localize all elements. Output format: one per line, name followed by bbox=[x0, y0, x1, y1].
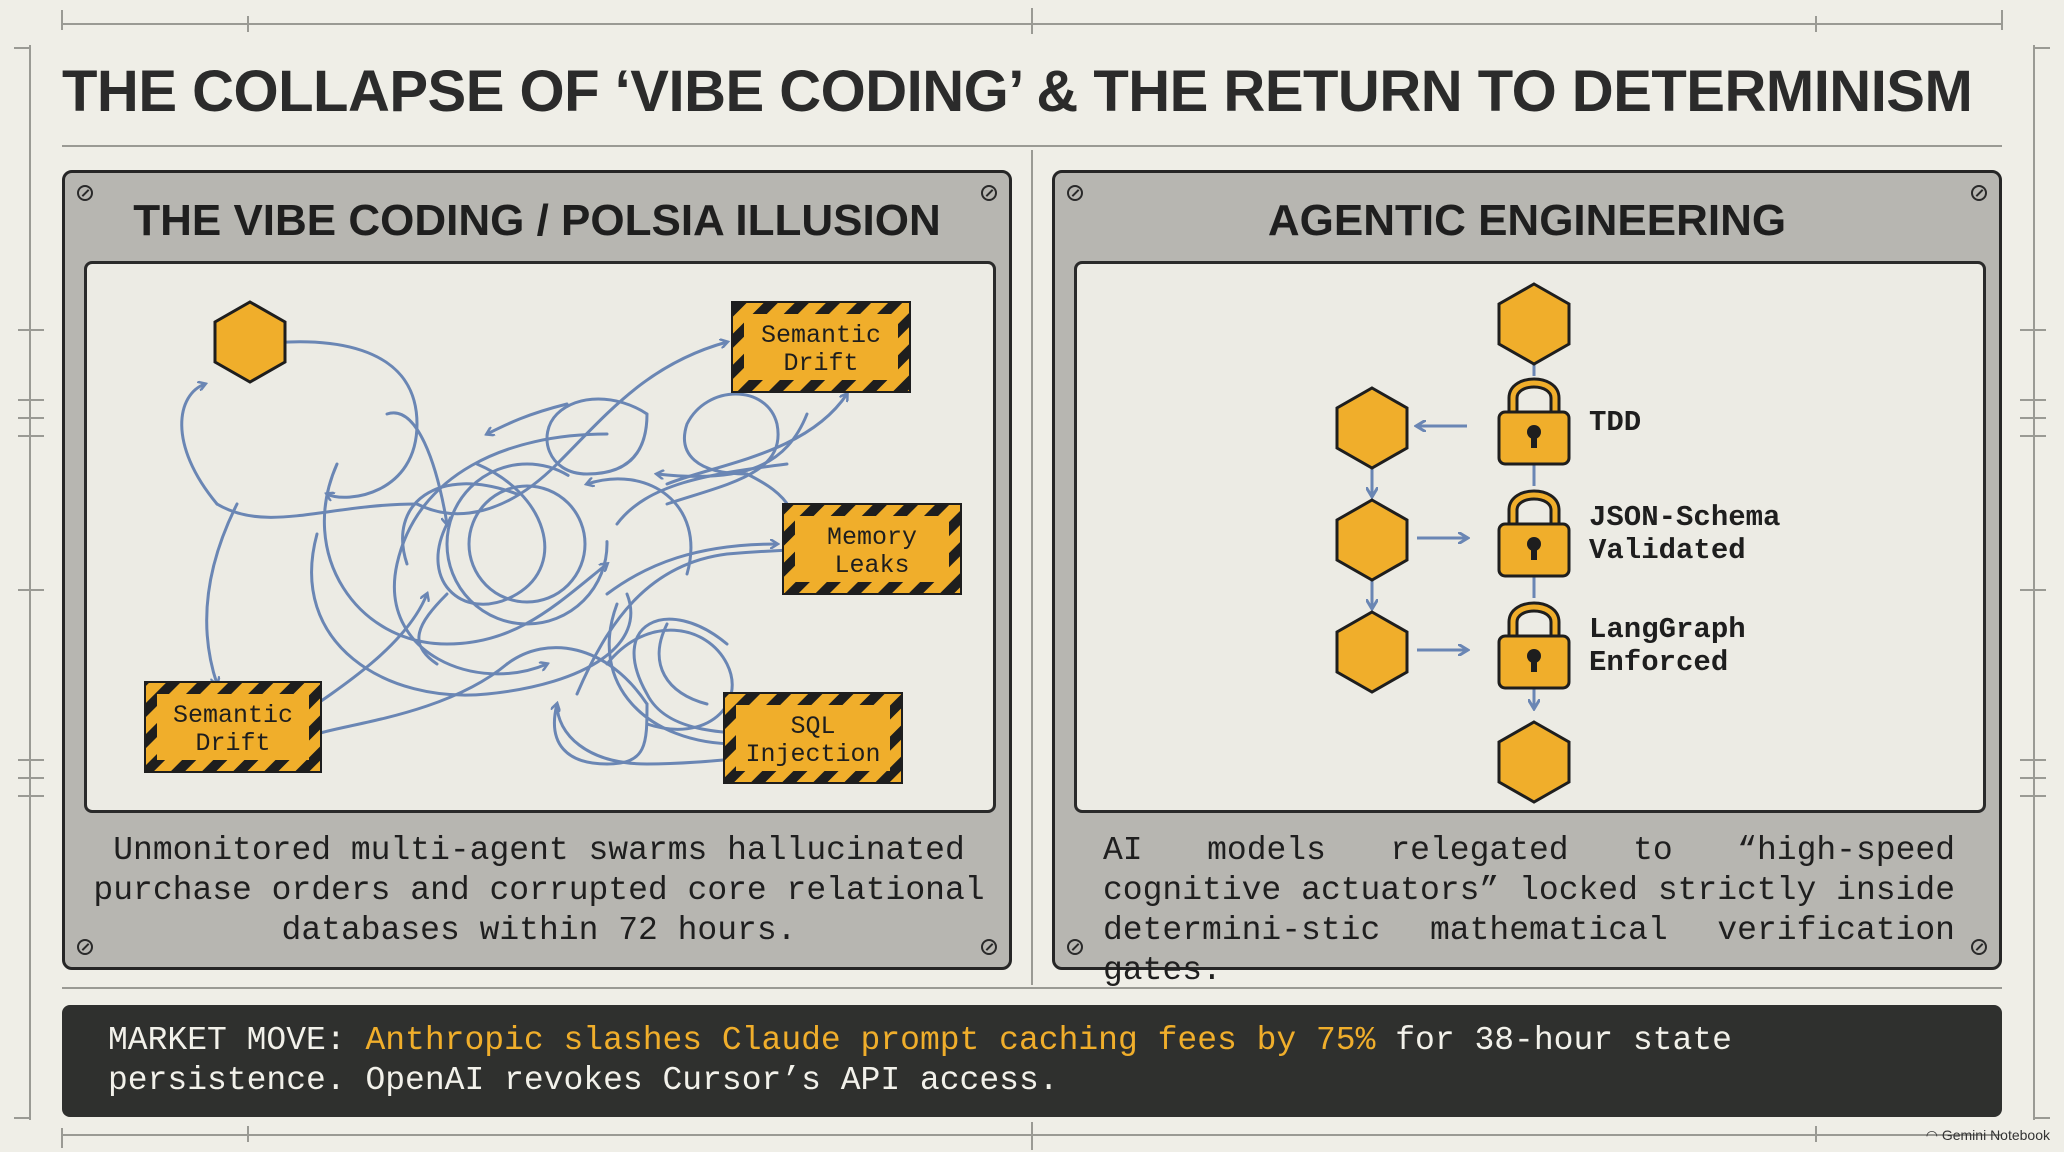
vibe-coding-panel: THE VIBE CODING / POLSIA ILLUSION bbox=[62, 170, 1012, 970]
market-move-prefix: MARKET MOVE: bbox=[108, 1022, 366, 1059]
market-move-highlight: Anthropic slashes Claude prompt caching … bbox=[365, 1022, 1376, 1059]
hexagon-icon bbox=[1335, 498, 1409, 582]
hexagon-icon bbox=[213, 300, 287, 384]
hexagon-icon bbox=[1497, 720, 1571, 804]
screw-icon bbox=[981, 939, 997, 955]
screw-icon bbox=[1971, 185, 1987, 201]
pipeline-diagram: TDD JSON-Schema Validated LangGraph Enfo… bbox=[1074, 261, 1986, 813]
screw-icon bbox=[77, 185, 93, 201]
chaos-diagram-svg: Semantic Drift Memory Leaks SQL Injectio… bbox=[144, 300, 962, 784]
warning-label: Semantic bbox=[761, 321, 881, 350]
market-move-suffix: for 38-hour state persistence. OpenAI re… bbox=[108, 1022, 1732, 1099]
agentic-engineering-panel: AGENTIC ENGINEERING bbox=[1052, 170, 2002, 989]
warning-label: Semantic bbox=[173, 701, 293, 730]
page-title: THE COLLAPSE OF ‘VIBE CODING’ & THE RETU… bbox=[62, 59, 1973, 124]
pipeline-diagram-svg: TDD JSON-Schema Validated LangGraph Enfo… bbox=[1335, 282, 1780, 804]
vibe-coding-caption: Unmonitored multi-agent swarms hallucina… bbox=[93, 832, 985, 949]
warning-box-semantic-drift-bottom: Semantic Drift bbox=[144, 681, 322, 773]
watermark-text: Gemini Notebook bbox=[1941, 1127, 2050, 1143]
agentic-engineering-panel-title: AGENTIC ENGINEERING bbox=[1267, 196, 1787, 245]
screw-icon bbox=[77, 939, 93, 955]
hexagon-icon bbox=[1497, 282, 1571, 366]
screw-icon bbox=[1067, 939, 1083, 955]
warning-box-memory-leaks: Memory Leaks bbox=[782, 503, 962, 595]
screw-icon bbox=[1067, 185, 1083, 201]
warning-label: Injection bbox=[745, 740, 880, 769]
gate-label-tdd: TDD bbox=[1589, 406, 1641, 439]
warning-label: Drift bbox=[195, 729, 270, 758]
gate-label-json-schema-sub: Validated bbox=[1589, 534, 1746, 567]
warning-box-semantic-drift-top: Semantic Drift bbox=[731, 301, 911, 393]
hexagon-icon bbox=[1335, 610, 1409, 694]
warning-label: SQL bbox=[790, 712, 835, 741]
screw-icon bbox=[1971, 939, 1987, 955]
agentic-engineering-caption: AI models relegated to “high-speed cogni… bbox=[1103, 832, 1955, 989]
hexagon-icon bbox=[1335, 386, 1409, 470]
warning-label: Drift bbox=[783, 349, 858, 378]
warning-box-sql-injection: SQL Injection bbox=[723, 692, 903, 784]
warning-label: Leaks bbox=[834, 551, 909, 580]
vibe-coding-panel-title: THE VIBE CODING / POLSIA ILLUSION bbox=[133, 196, 941, 245]
chaos-diagram: Semantic Drift Memory Leaks SQL Injectio… bbox=[84, 261, 996, 813]
screw-icon bbox=[981, 185, 997, 201]
gate-label-langgraph-sub: Enforced bbox=[1589, 646, 1728, 679]
lock-icon bbox=[1497, 489, 1571, 578]
gemini-logo-icon: ◠ bbox=[1925, 1127, 1942, 1143]
lock-icon bbox=[1497, 601, 1571, 690]
lock-icon bbox=[1497, 377, 1571, 466]
warning-label: Memory bbox=[827, 523, 917, 552]
market-move-banner: MARKET MOVE: Anthropic slashes Claude pr… bbox=[62, 1005, 2002, 1117]
gate-label-langgraph: LangGraph bbox=[1589, 613, 1746, 646]
gate-label-json-schema: JSON-Schema bbox=[1589, 501, 1780, 534]
watermark: ◠ Gemini Notebook bbox=[1926, 1127, 2050, 1144]
